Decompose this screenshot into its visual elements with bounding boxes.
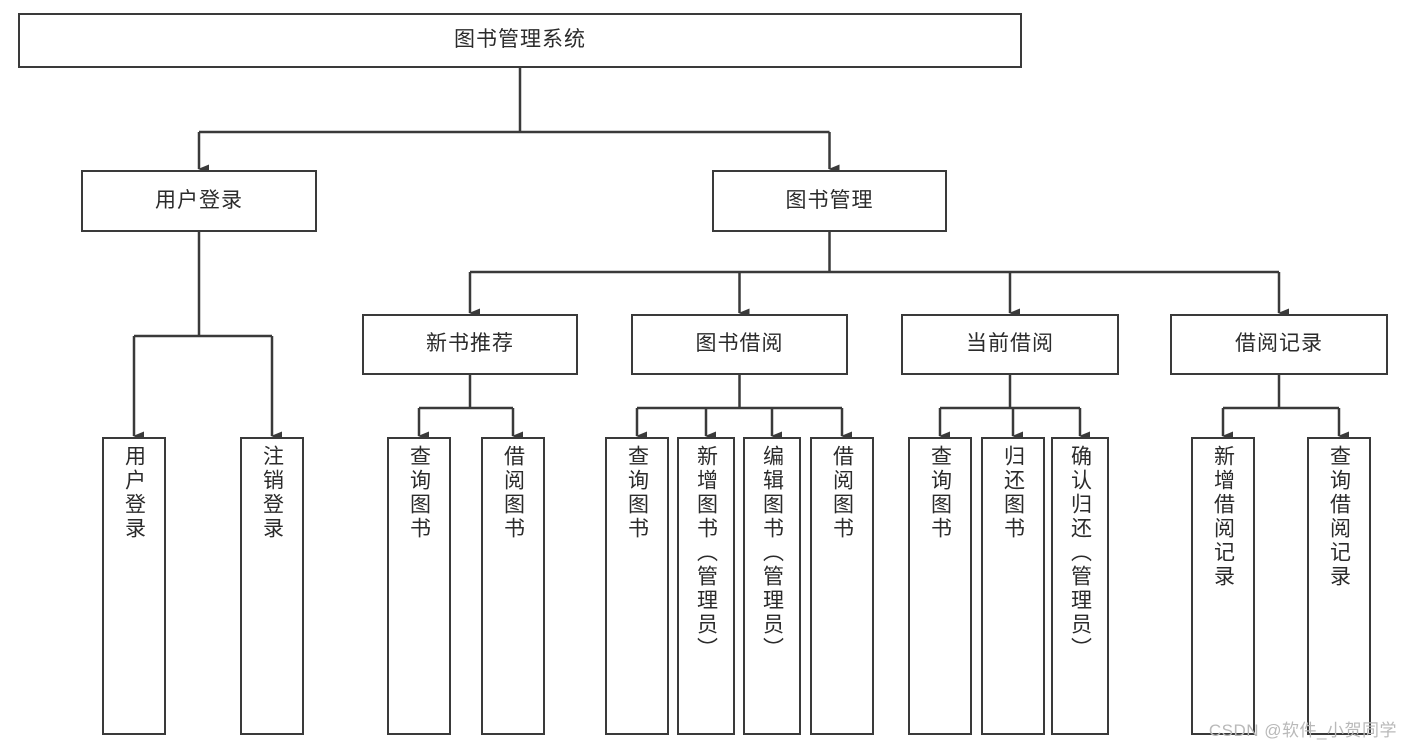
node-label: 图书管理系统: [454, 28, 586, 52]
node-label: 归还图书: [1001, 445, 1025, 541]
node-label: 图书借阅: [695, 332, 784, 356]
node-leaf6[interactable]: 新增图书（管理员）: [677, 437, 735, 735]
node-l2b[interactable]: 图书管理: [712, 170, 947, 232]
node-leaf5[interactable]: 查询图书: [605, 437, 669, 735]
node-leaf3[interactable]: 查询图书: [387, 437, 451, 735]
node-label: 查询图书: [928, 445, 952, 541]
node-l3a[interactable]: 新书推荐: [362, 314, 578, 375]
node-label: 确认归还（管理员）: [1068, 445, 1092, 661]
node-l2a[interactable]: 用户登录: [81, 170, 317, 232]
node-l3d[interactable]: 借阅记录: [1170, 314, 1388, 375]
node-label: 查询图书: [625, 445, 649, 541]
node-l3c[interactable]: 当前借阅: [901, 314, 1119, 375]
node-l3b[interactable]: 图书借阅: [631, 314, 848, 375]
node-label: 注销登录: [260, 445, 284, 541]
node-label: 图书管理: [785, 188, 874, 212]
node-leaf9[interactable]: 查询图书: [908, 437, 972, 735]
node-label: 新增图书（管理员）: [694, 445, 718, 661]
node-label: 借阅图书: [830, 445, 854, 541]
node-label: 编辑图书（管理员）: [760, 445, 784, 661]
node-leaf10[interactable]: 归还图书: [981, 437, 1045, 735]
node-label: 用户登录: [122, 445, 146, 541]
node-leaf13[interactable]: 查询借阅记录: [1307, 437, 1371, 735]
node-label: 新增借阅记录: [1211, 445, 1235, 589]
node-root[interactable]: 图书管理系统: [18, 13, 1022, 68]
node-label: 查询图书: [407, 445, 431, 541]
node-label: 借阅记录: [1235, 332, 1323, 356]
node-leaf12[interactable]: 新增借阅记录: [1191, 437, 1255, 735]
node-label: 当前借阅: [966, 332, 1054, 356]
node-leaf4[interactable]: 借阅图书: [481, 437, 545, 735]
edge-paths: [132, 68, 1349, 441]
node-label: 新书推荐: [426, 332, 514, 356]
node-leaf1[interactable]: 用户登录: [102, 437, 166, 735]
node-label: 查询借阅记录: [1327, 445, 1351, 589]
node-leaf11[interactable]: 确认归还（管理员）: [1051, 437, 1109, 735]
node-leaf8[interactable]: 借阅图书: [810, 437, 874, 735]
node-leaf2[interactable]: 注销登录: [240, 437, 304, 735]
node-label: 借阅图书: [501, 445, 525, 541]
node-leaf7[interactable]: 编辑图书（管理员）: [743, 437, 801, 735]
node-label: 用户登录: [155, 188, 243, 212]
